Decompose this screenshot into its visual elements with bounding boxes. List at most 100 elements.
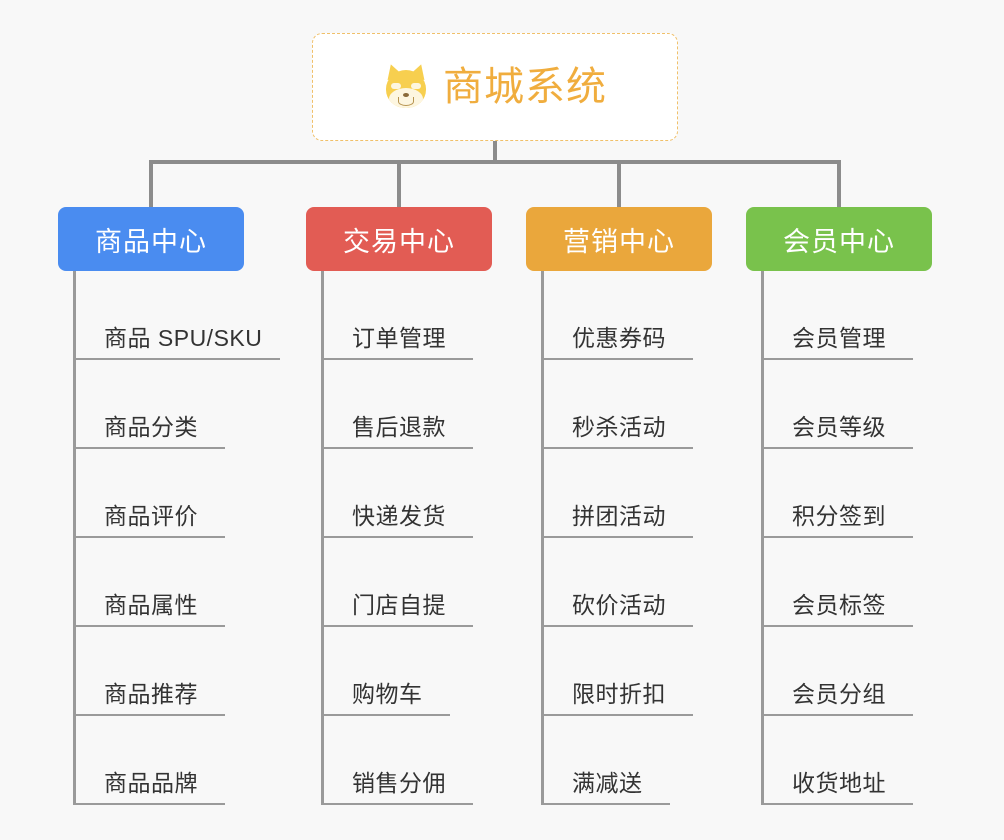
item-column-trade-center: 订单管理售后退款快递发货门店自提购物车销售分佣	[321, 271, 473, 805]
list-item[interactable]: 砍价活动	[541, 538, 693, 627]
item-label: 积分签到	[792, 503, 886, 529]
item-label: 快递发货	[352, 503, 446, 529]
column-rail-marketing-center	[541, 271, 544, 805]
item-label: 商品属性	[104, 592, 198, 618]
list-item[interactable]: 会员标签	[761, 538, 913, 627]
connector-drop-product-center	[149, 160, 153, 207]
column-rail-trade-center	[321, 271, 324, 805]
item-label: 门店自提	[352, 592, 446, 618]
item-label: 优惠券码	[572, 325, 666, 351]
item-underline	[321, 625, 473, 627]
list-item[interactable]: 商品推荐	[73, 627, 262, 716]
item-underline	[541, 358, 693, 360]
item-underline	[73, 714, 225, 716]
item-underline	[73, 625, 225, 627]
item-column-product-center: 商品 SPU/SKU 商品分类商品评价商品属性商品推荐商品品牌	[73, 271, 280, 805]
list-item[interactable]: 商品分类	[73, 360, 262, 449]
dog-nose-icon	[403, 93, 409, 97]
list-item[interactable]: 售后退款	[321, 360, 473, 449]
connector-bus	[149, 160, 841, 164]
item-underline	[73, 536, 225, 538]
item-underline	[761, 358, 913, 360]
item-label: 商品推荐	[104, 681, 198, 707]
item-underline	[541, 714, 693, 716]
list-item[interactable]: 收货地址	[761, 716, 913, 805]
item-underline	[321, 536, 473, 538]
item-underline	[321, 714, 450, 716]
category-box-marketing-center[interactable]: 营销中心	[526, 207, 712, 271]
item-underline	[761, 625, 913, 627]
item-underline	[541, 803, 670, 805]
column-rail-product-center	[73, 271, 76, 805]
item-underline	[321, 358, 473, 360]
item-label: 商品品牌	[104, 770, 198, 796]
item-label: 商品 SPU/SKU	[104, 325, 263, 351]
item-underline	[73, 447, 225, 449]
item-label: 限时折扣	[572, 681, 666, 707]
dog-mouth-icon	[398, 97, 414, 106]
category-label-trade-center: 交易中心	[343, 226, 455, 257]
list-item[interactable]: 秒杀活动	[541, 360, 693, 449]
item-underline	[321, 803, 473, 805]
shiba-inu-dog-face-icon	[383, 61, 429, 110]
root-node-card[interactable]: 商城系统	[312, 33, 678, 141]
list-item[interactable]: 快递发货	[321, 449, 473, 538]
category-box-trade-center[interactable]: 交易中心	[306, 207, 492, 271]
dog-head-icon	[386, 70, 426, 108]
item-label: 商品分类	[104, 414, 198, 440]
item-label: 秒杀活动	[572, 414, 666, 440]
list-item[interactable]: 商品 SPU/SKU	[73, 271, 280, 360]
item-label: 会员标签	[792, 592, 886, 618]
item-underline	[761, 803, 913, 805]
item-label: 满减送	[572, 770, 643, 796]
list-item[interactable]: 积分签到	[761, 449, 913, 538]
list-item[interactable]: 会员管理	[761, 271, 913, 360]
list-item[interactable]: 门店自提	[321, 538, 473, 627]
item-label: 订单管理	[352, 325, 446, 351]
item-underline	[321, 447, 473, 449]
connector-drop-trade-center	[397, 160, 401, 207]
list-item[interactable]: 订单管理	[321, 271, 473, 360]
list-item[interactable]: 商品品牌	[73, 716, 262, 805]
list-item[interactable]: 商品属性	[73, 538, 262, 627]
list-item[interactable]: 满减送	[541, 716, 670, 805]
root-node-title: 商城系统	[443, 65, 607, 109]
item-underline	[73, 803, 225, 805]
list-item[interactable]: 拼团活动	[541, 449, 693, 538]
category-label-marketing-center: 营销中心	[563, 226, 675, 257]
item-column-marketing-center: 优惠券码秒杀活动拼团活动砍价活动限时折扣满减送	[541, 271, 693, 805]
list-item[interactable]: 商品评价	[73, 449, 262, 538]
item-underline	[541, 536, 693, 538]
item-column-member-center: 会员管理会员等级积分签到会员标签会员分组收货地址	[761, 271, 913, 805]
item-underline	[761, 536, 913, 538]
item-label: 会员分组	[792, 681, 886, 707]
item-underline	[541, 625, 693, 627]
item-underline	[73, 358, 280, 360]
list-item[interactable]: 会员等级	[761, 360, 913, 449]
item-underline	[761, 714, 913, 716]
item-underline	[541, 447, 693, 449]
list-item[interactable]: 销售分佣	[321, 716, 473, 805]
list-item[interactable]: 优惠券码	[541, 271, 693, 360]
dog-eye-right-icon	[411, 83, 421, 89]
list-item[interactable]: 购物车	[321, 627, 450, 716]
item-label: 购物车	[352, 681, 423, 707]
category-box-product-center[interactable]: 商品中心	[58, 207, 244, 271]
item-underline	[761, 447, 913, 449]
item-label: 砍价活动	[572, 592, 666, 618]
item-label: 拼团活动	[572, 503, 666, 529]
connector-stem	[493, 141, 497, 163]
item-label: 商品评价	[104, 503, 198, 529]
item-label: 销售分佣	[352, 770, 446, 796]
category-box-member-center[interactable]: 会员中心	[746, 207, 932, 271]
column-rail-member-center	[761, 271, 764, 805]
list-item[interactable]: 会员分组	[761, 627, 913, 716]
category-label-member-center: 会员中心	[783, 226, 895, 257]
category-label-product-center: 商品中心	[95, 226, 207, 257]
item-label: 会员等级	[792, 414, 886, 440]
list-item[interactable]: 限时折扣	[541, 627, 693, 716]
dog-eye-left-icon	[391, 83, 401, 89]
item-label: 售后退款	[352, 414, 446, 440]
connector-drop-member-center	[837, 160, 841, 207]
